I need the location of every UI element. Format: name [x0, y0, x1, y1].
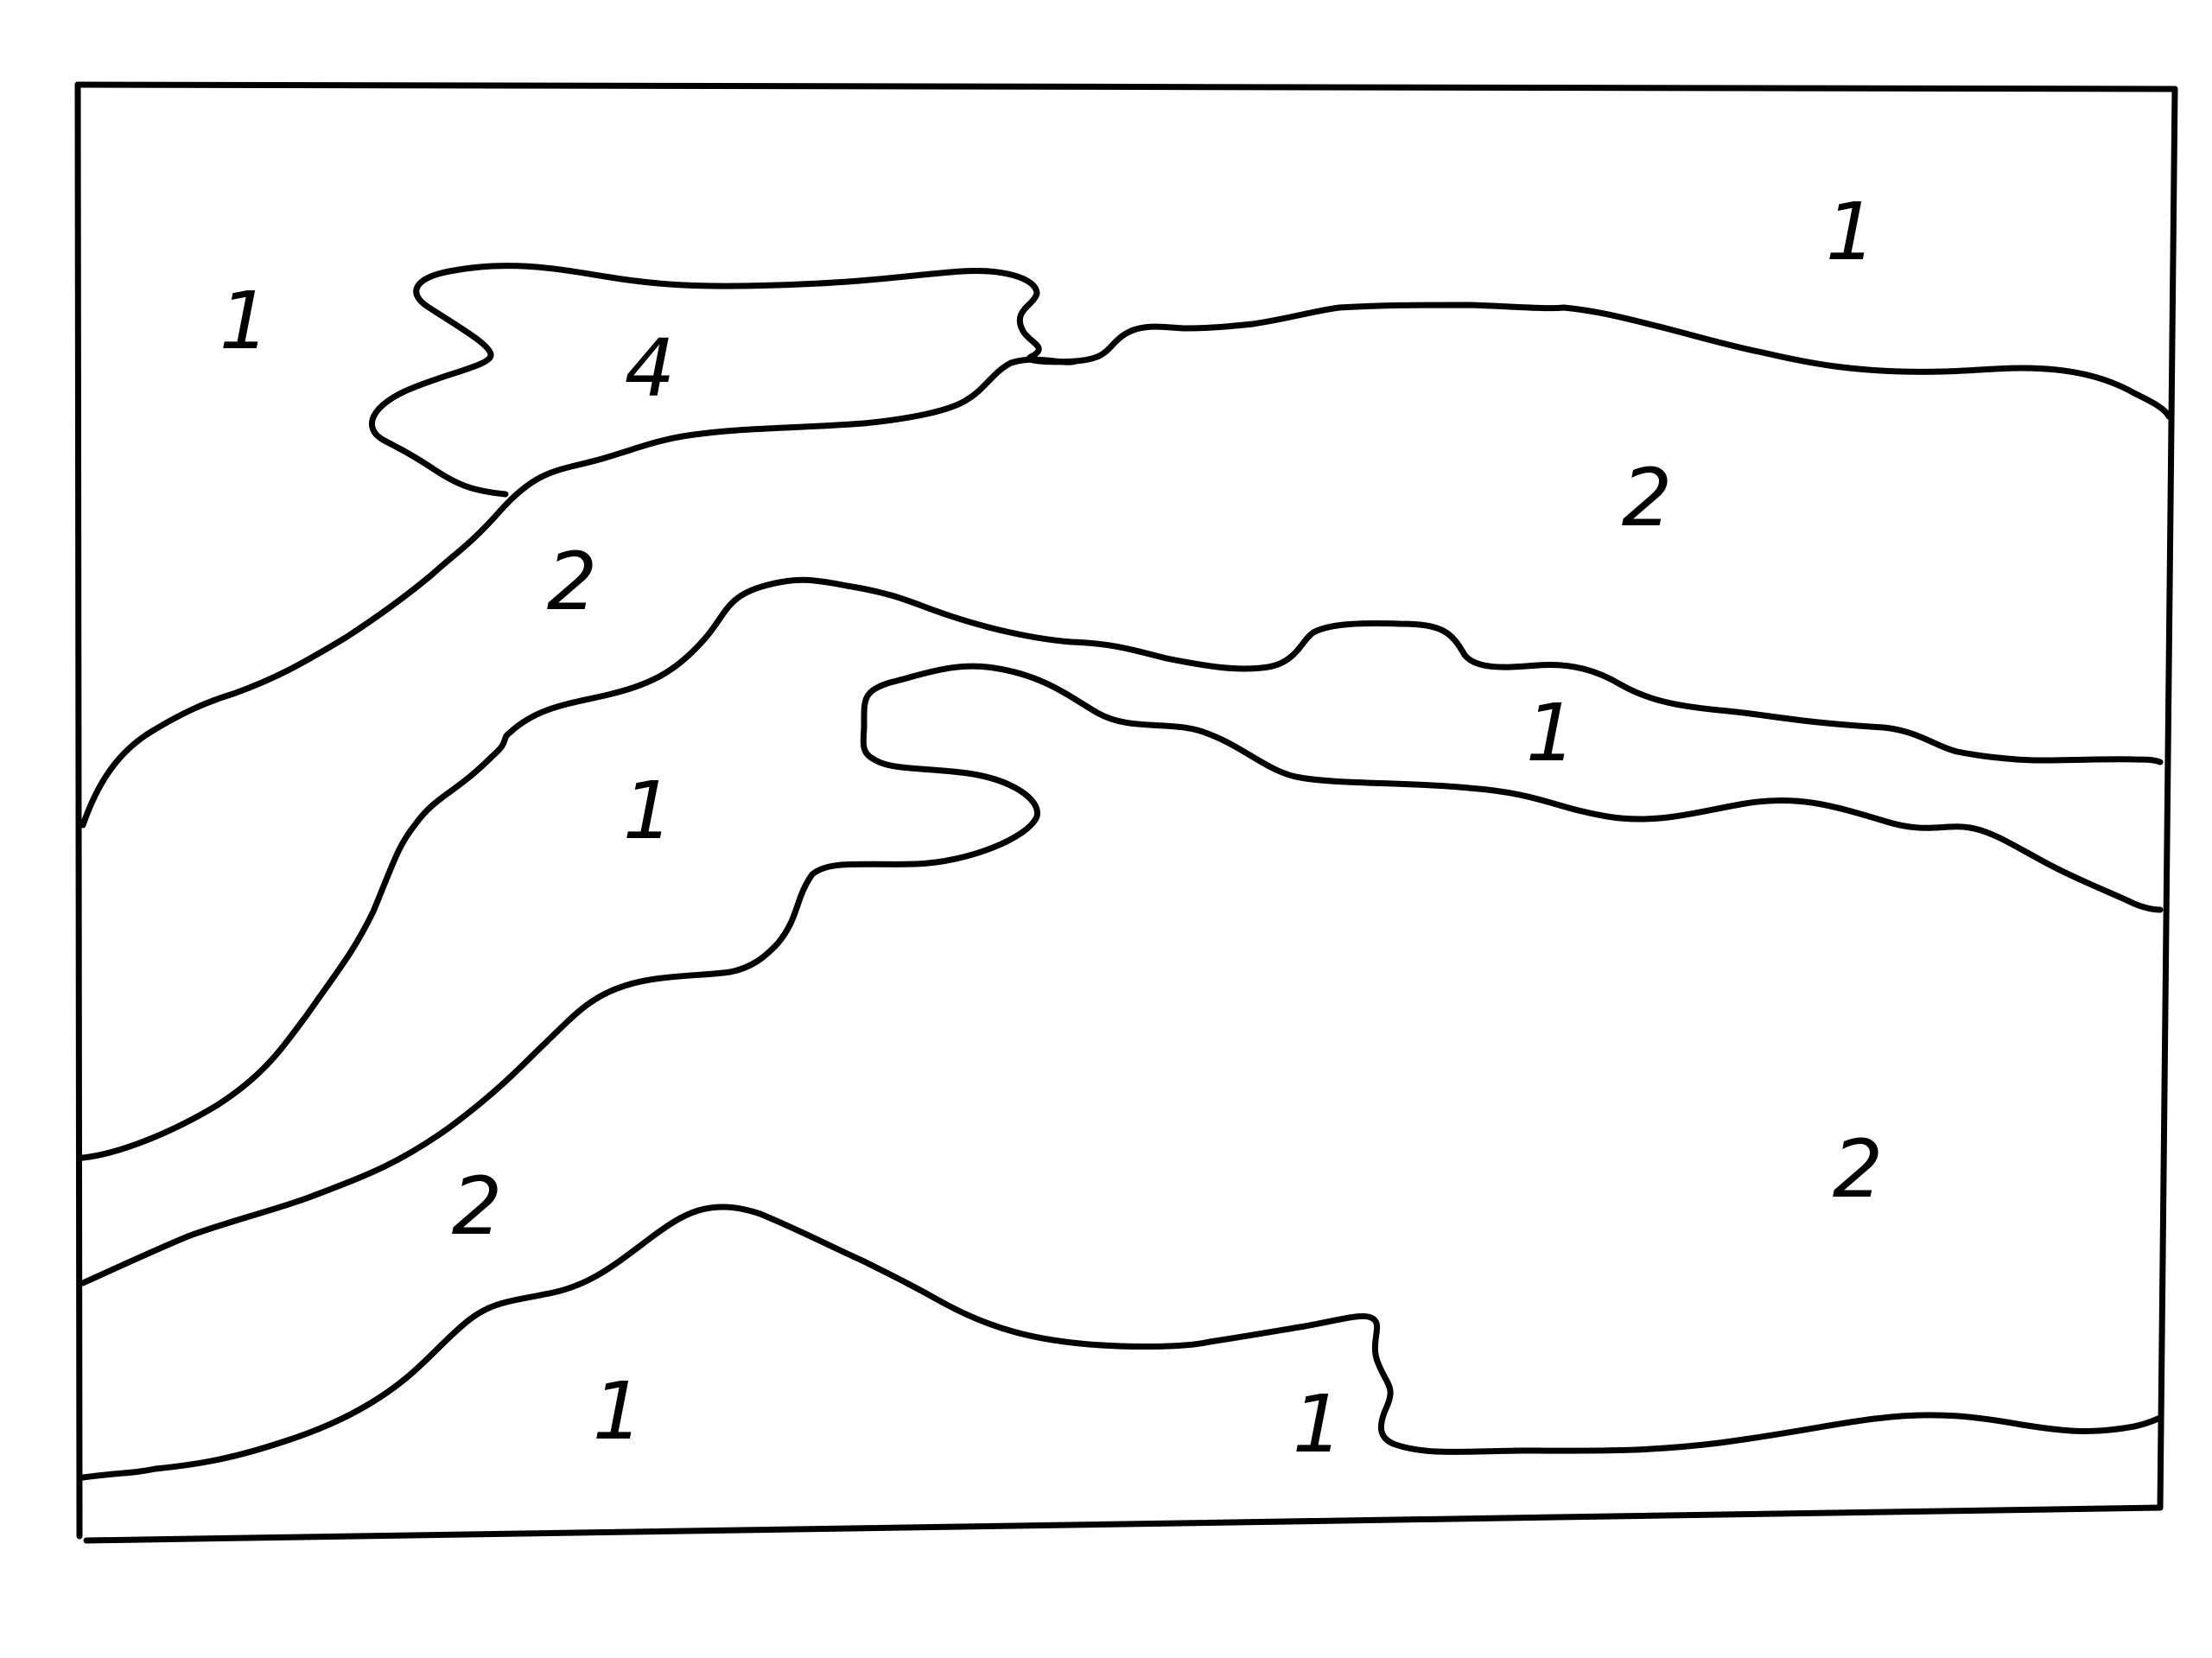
frame-top-edge — [74, 81, 2178, 92]
region-label-middle-left: 1 — [623, 765, 674, 857]
boundary-lower-band — [79, 663, 2164, 1286]
boundary-bottom-band — [79, 1204, 2164, 1481]
region-label-lower-band-left: 2 — [452, 1160, 503, 1253]
boundary-middle-band — [79, 576, 2164, 1161]
region-label-bottom-left: 1 — [593, 1365, 644, 1458]
frame-right-edge — [2157, 86, 2178, 1511]
region-label-lower-right: 2 — [1833, 1123, 1884, 1216]
region-label-upper-band-left: 2 — [547, 536, 598, 628]
region-label-inlet: 4 — [625, 322, 676, 415]
region-label-top-left: 1 — [219, 275, 270, 367]
region-label-upper-band-right: 2 — [1622, 452, 1673, 544]
frame-bottom-edge — [83, 1504, 2164, 1544]
region-label-top-right: 1 — [1826, 186, 1877, 278]
boundary-upper-band — [79, 356, 1079, 829]
region-label-bottom-center: 1 — [1293, 1378, 1344, 1471]
region-boundaries — [79, 263, 2172, 1481]
frame-left-edge — [74, 81, 83, 1540]
outer-frame — [74, 81, 2178, 1544]
region-label-middle-right: 1 — [1526, 687, 1577, 779]
region-labels: 1 1 4 2 2 1 1 2 2 1 1 — [219, 186, 1884, 1471]
